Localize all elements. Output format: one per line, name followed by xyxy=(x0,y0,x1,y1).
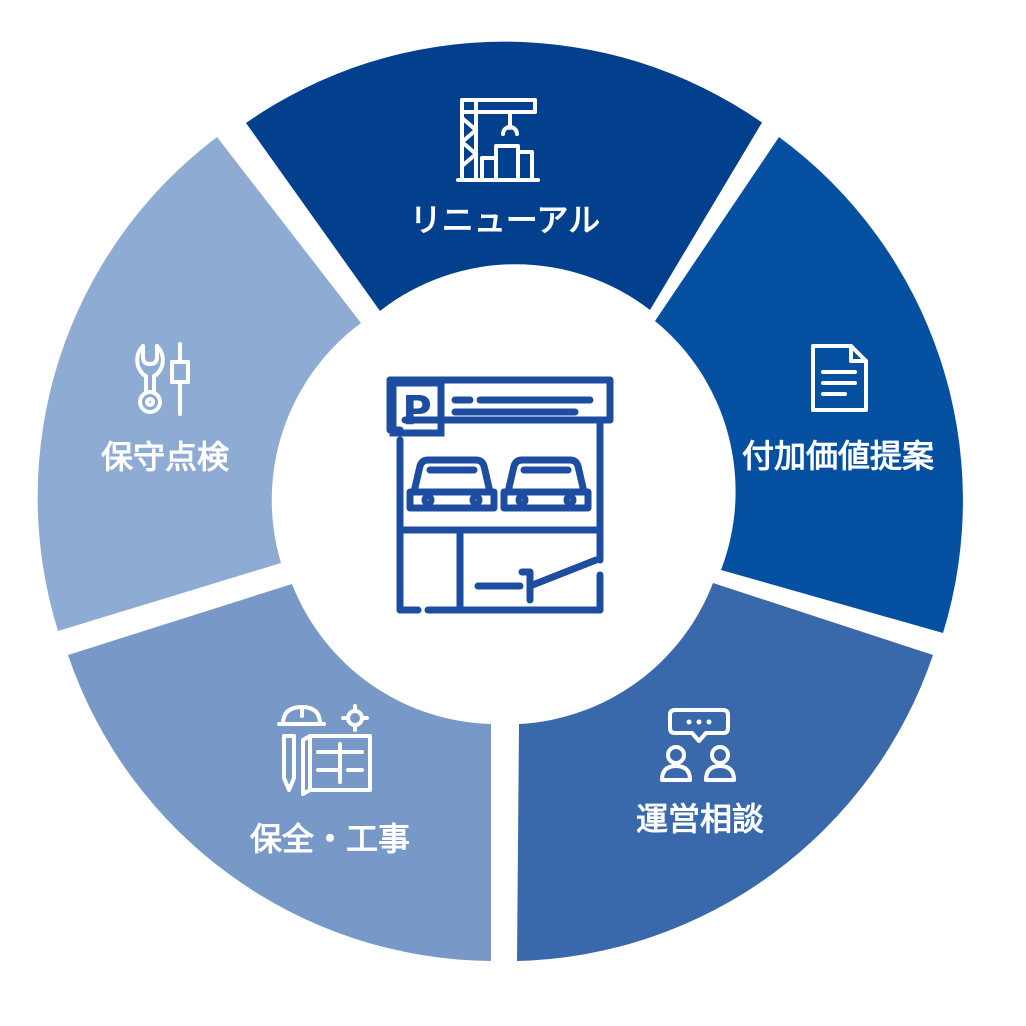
center-hub xyxy=(278,278,718,718)
segment-label-renewal: リニューアル xyxy=(410,201,600,239)
wrench-screwdriver-icon xyxy=(135,342,190,416)
segment-construction xyxy=(68,584,491,961)
parking-garage-icon: P xyxy=(386,376,614,614)
segment-label-inspection: 保守点検 xyxy=(101,438,230,476)
parking-badge-letter: P xyxy=(402,388,431,434)
segment-renewal xyxy=(246,41,762,312)
segment-consultation xyxy=(517,583,933,961)
segment-value-proposal xyxy=(655,137,963,633)
blueprint-worker-icon xyxy=(277,704,372,796)
document-icon xyxy=(811,344,868,412)
chat-people-icon xyxy=(660,708,736,782)
segment-label-construction: 保全・工事 xyxy=(250,820,410,858)
segment-label-value-proposal: 付加価値提案 xyxy=(742,437,935,475)
segment-label-consultation: 運営相談 xyxy=(636,800,765,838)
segment-inspection xyxy=(37,137,362,631)
crane-building-icon xyxy=(456,98,540,182)
